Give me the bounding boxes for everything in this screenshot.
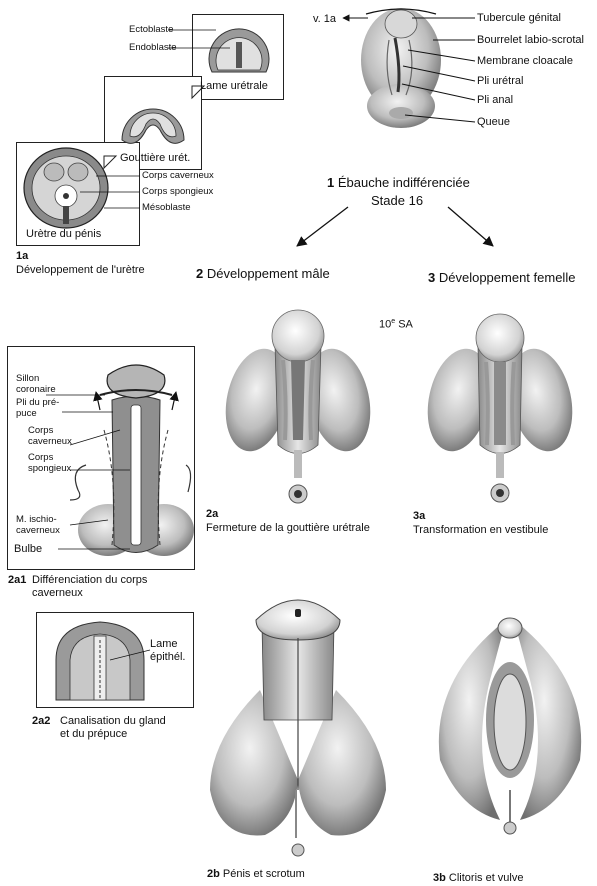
panel-number-2a: 2a [206, 508, 218, 521]
panel-number-3b: 3b [433, 872, 446, 884]
caption-3b: Clitoris et vulve [449, 872, 524, 884]
label-lame-epithel: Lame épithél. [150, 638, 185, 664]
caption-3a: Transformation en vestibule [413, 524, 548, 537]
panel-number-3a: 3a [413, 510, 425, 523]
caption-2b-row: 2b Pénis et scrotum [207, 868, 305, 881]
gland-canalisation-illustration [56, 622, 144, 700]
caption-2a2: Canalisation du gland et du prépuce [60, 715, 166, 741]
caption-2b: Pénis et scrotum [223, 868, 305, 880]
caption-2a: Fermeture de la gouttière urétrale [206, 522, 370, 535]
panel-number-2b: 2b [207, 868, 220, 880]
panel-number-2a2: 2a2 [32, 715, 50, 728]
caption-3b-row: 3b Clitoris et vulve [433, 872, 523, 885]
